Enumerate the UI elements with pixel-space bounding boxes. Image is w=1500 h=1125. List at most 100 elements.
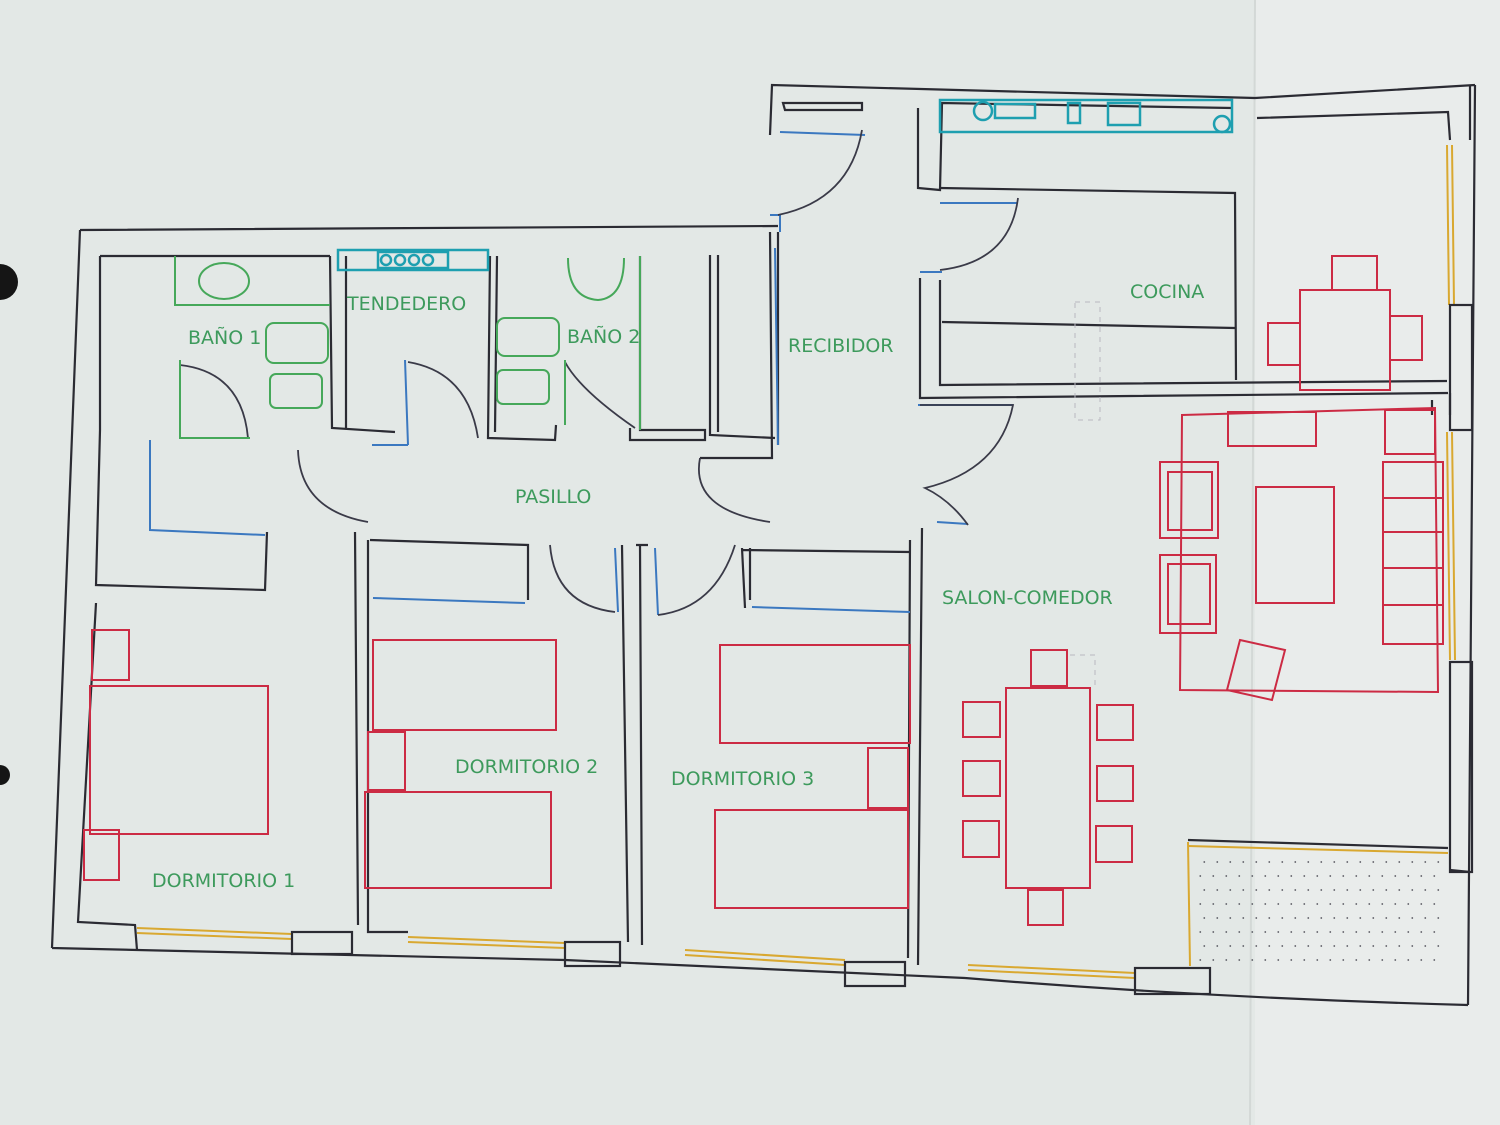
bano1-fixtures: [174, 256, 330, 439]
hatch-dot: [1290, 959, 1293, 961]
bathtub-icon: [198, 262, 250, 300]
paper-fold-line: [1249, 0, 1256, 1125]
coffee-table: [1255, 486, 1335, 604]
dining-chair: [962, 760, 1001, 797]
hatch-dot: [1394, 959, 1397, 961]
kitchen-chair: [1331, 255, 1378, 291]
hatch-dot: [1212, 875, 1215, 877]
hatch-dot: [1264, 931, 1267, 933]
hatch-dot: [1333, 945, 1336, 947]
hatch-dot: [1342, 875, 1345, 877]
hatch-dot: [1229, 889, 1232, 891]
washer-drum-icon: [407, 253, 421, 267]
hatch-dot: [1316, 903, 1319, 905]
hatch-dot: [1424, 917, 1427, 919]
hatch-dot: [1277, 931, 1280, 933]
hatch-dot: [1368, 903, 1371, 905]
hatch-dot: [1368, 931, 1371, 933]
hatch-dot: [1290, 931, 1293, 933]
door-swings: [179, 129, 1019, 616]
hatch-dot: [1320, 945, 1323, 947]
hatch-dot: [1307, 917, 1310, 919]
hatch-dot: [1255, 861, 1258, 863]
washer-drum-icon: [393, 253, 407, 267]
kitchen-appliance-icon: [1066, 101, 1082, 125]
hatch-dot: [1424, 861, 1427, 863]
hatch-dot: [1342, 903, 1345, 905]
hatch-dot: [1424, 945, 1427, 947]
furniture-dormitorio1: [83, 629, 269, 881]
binder-hole-top: [0, 264, 18, 300]
sofa: [1382, 461, 1444, 645]
laundry-counter: [336, 248, 490, 272]
hatch-dot: [1281, 917, 1284, 919]
hatch-dot: [1437, 917, 1440, 919]
hatch-dot: [1255, 889, 1258, 891]
hatch-dot: [1433, 959, 1436, 961]
rug: [1178, 406, 1440, 694]
hatch-dot: [1316, 931, 1319, 933]
hatch-dot: [1277, 959, 1280, 961]
hatch-dot: [1255, 917, 1258, 919]
hatch-dot: [1320, 917, 1323, 919]
hatch-dot: [1294, 889, 1297, 891]
hatch-dot: [1303, 875, 1306, 877]
hatch-dot: [1294, 861, 1297, 863]
hatch-dot: [1225, 959, 1228, 961]
kitchen-counter-top: [938, 98, 1234, 134]
hatch-dot: [1398, 861, 1401, 863]
hatch-dot: [1242, 889, 1245, 891]
window-pier-a: [290, 930, 354, 956]
hatch-dot: [1307, 945, 1310, 947]
hatch-dot: [1368, 875, 1371, 877]
sink-icon: [1106, 101, 1142, 127]
hob-icon: [993, 102, 1037, 120]
hatch-dot: [1203, 889, 1206, 891]
room-labels: BAÑO 1 TENDEDERO BAÑO 2 RECIBIDOR COCINA…: [152, 281, 1204, 892]
furniture-dormitorio2: [364, 639, 557, 889]
hatch-dot: [1216, 861, 1219, 863]
hatch-dot: [1372, 945, 1375, 947]
hatch-dot: [1437, 861, 1440, 863]
terrace-hatch: [1199, 861, 1440, 961]
window-pier-d: [1133, 966, 1212, 996]
tendedero-counter: [336, 248, 490, 272]
hatch-dot: [1381, 959, 1384, 961]
dining-chair: [1030, 649, 1068, 687]
hatch-dot: [1433, 931, 1436, 933]
hatch-dot: [1212, 959, 1215, 961]
paper-fold-shade: [1255, 0, 1500, 1125]
dining-table: [1005, 687, 1091, 889]
hatch-dot: [1303, 931, 1306, 933]
hatch-dot: [1225, 903, 1228, 905]
hatch-dot: [1268, 945, 1271, 947]
hatch-dot: [1307, 889, 1310, 891]
label-bano2: BAÑO 2: [567, 325, 640, 348]
hatch-dot: [1346, 861, 1349, 863]
hatch-dot: [1303, 903, 1306, 905]
label-dormitorio1: DORMITORIO 1: [152, 870, 295, 892]
hatch-dot: [1398, 945, 1401, 947]
hatch-dot: [1229, 917, 1232, 919]
furniture-cocina: [1267, 255, 1423, 391]
hatch-dot: [1216, 917, 1219, 919]
hatch-dot: [1342, 959, 1345, 961]
hatch-dot: [1346, 917, 1349, 919]
hatch-dot: [1433, 875, 1436, 877]
hatch-dot: [1355, 931, 1358, 933]
dining-chair: [962, 701, 1001, 738]
hatch-dot: [1355, 903, 1358, 905]
hatch-dot: [1255, 945, 1258, 947]
sink-icon: [496, 369, 550, 405]
hatch-dot: [1199, 959, 1202, 961]
hatch-dot: [1212, 903, 1215, 905]
hatch-dot: [1381, 931, 1384, 933]
kitchen-chair: [1389, 315, 1423, 361]
hatch-dot: [1290, 875, 1293, 877]
hatch-dot: [1307, 861, 1310, 863]
dining-chair: [1095, 825, 1133, 863]
dining-chair: [1096, 704, 1134, 741]
hatch-dot: [1411, 917, 1414, 919]
hatch-dot: [1355, 875, 1358, 877]
